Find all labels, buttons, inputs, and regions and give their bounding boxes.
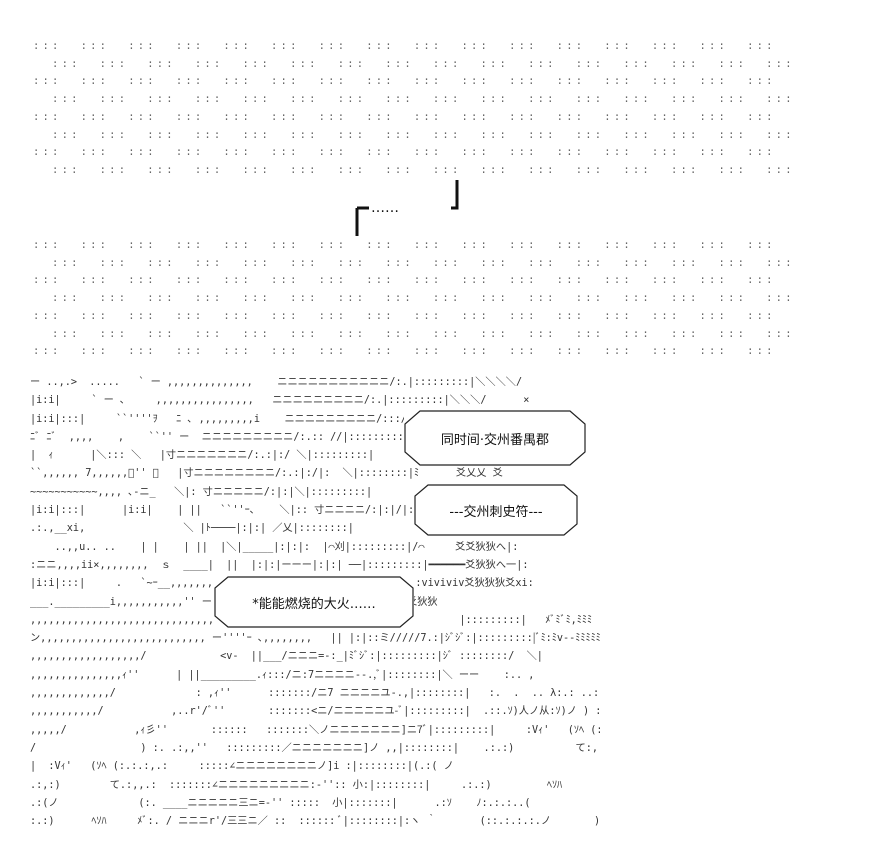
- bubble-governor: ---交州刺史符---: [414, 484, 578, 536]
- dot-pattern-top: ::: ::: ::: ::: ::: ::: ::: ::: ::: ::: …: [33, 40, 793, 176]
- bubble-time-location-text: 同时间·交州番禺郡: [440, 432, 550, 448]
- bubble-fire: *能能燃烧的大火……: [214, 576, 414, 628]
- ellipsis-bracket: ……: [355, 180, 459, 236]
- dot-pattern-middle: ::: ::: ::: ::: ::: ::: ::: ::: ::: ::: …: [33, 239, 793, 358]
- bracket-ellipsis: ……: [371, 200, 399, 216]
- bubble-governor-text: ---交州刺史符---: [449, 504, 543, 520]
- bubble-time-location: 同时间·交州番禺郡: [404, 410, 586, 466]
- bubble-fire-text: *能能燃烧的大火……: [252, 596, 376, 612]
- ascii-art-scene: ー ..,.> ..... ` ー ,,,,,,,,,,,,,, ニニニニニニニ…: [30, 377, 600, 828]
